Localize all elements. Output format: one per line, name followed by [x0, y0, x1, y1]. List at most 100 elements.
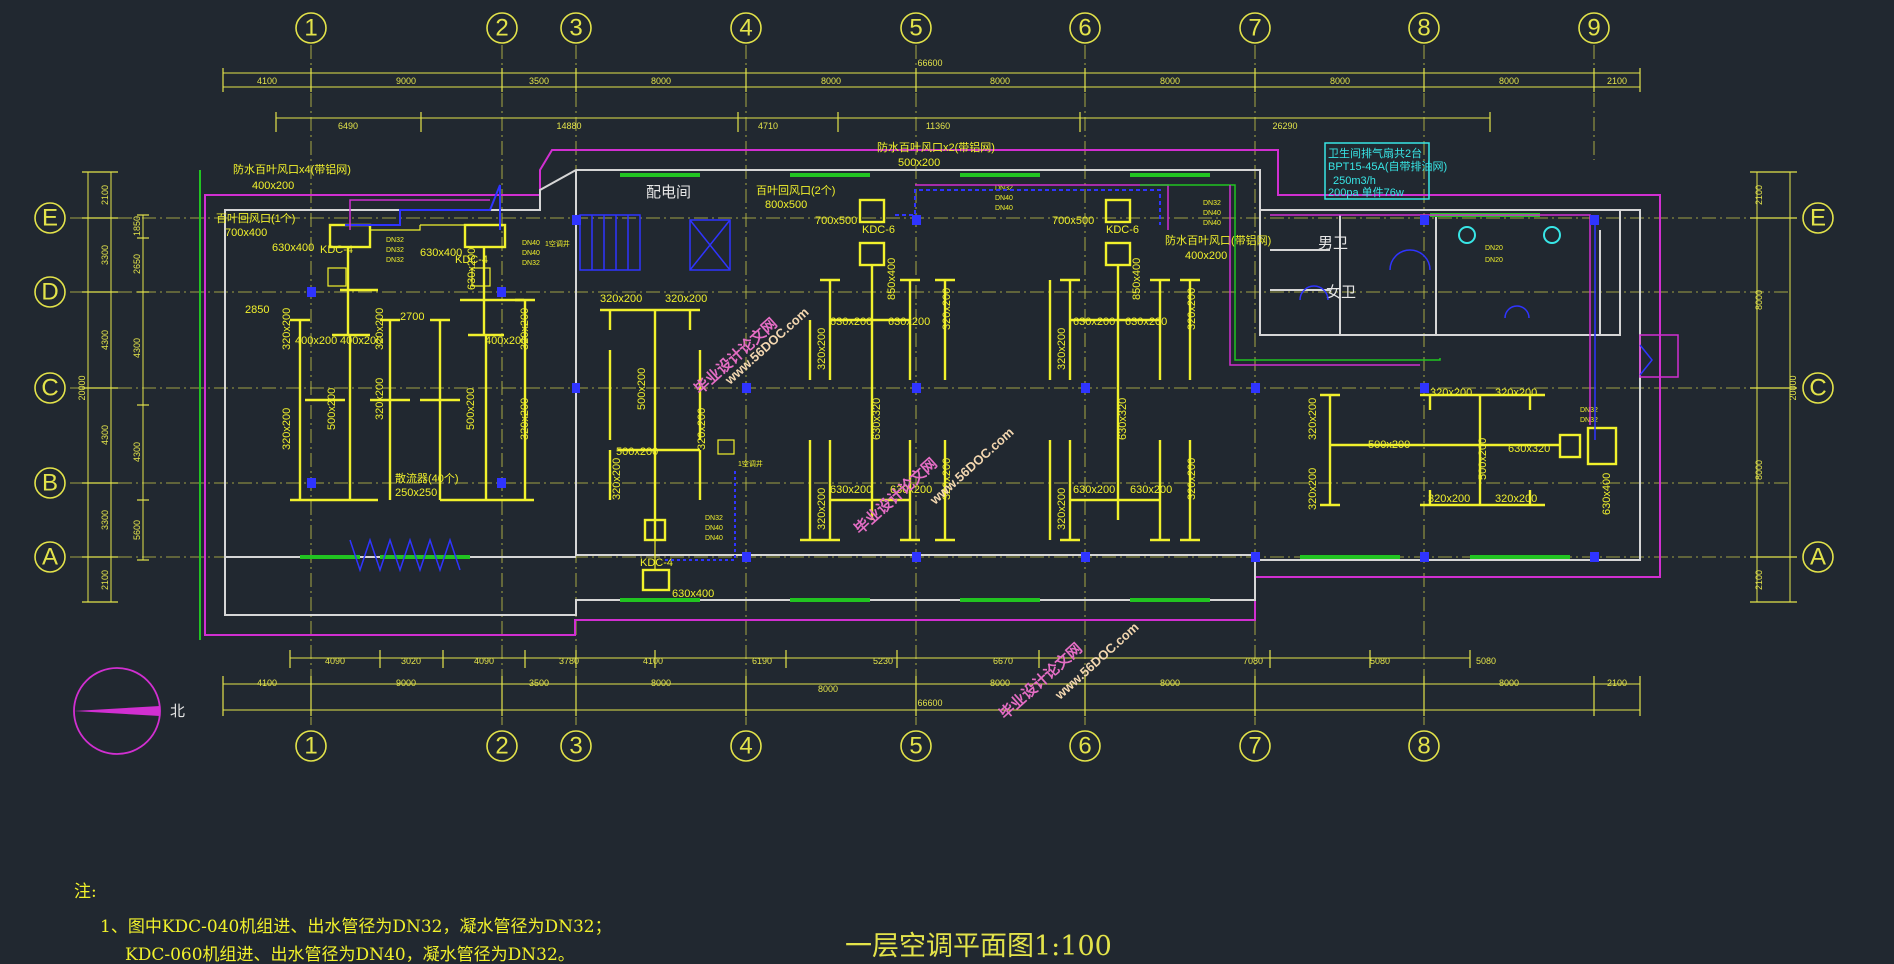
drawing-title: 一层空调平面图1:100 — [845, 931, 1112, 962]
duct-size: 320x200 — [1495, 493, 1537, 505]
axis-label: 9 — [1587, 15, 1600, 42]
room-label: 女卫 — [1326, 283, 1356, 301]
pipe-tag: DN40 — [705, 535, 723, 542]
duct-size: 630x200 — [1125, 316, 1167, 328]
duct-size: 320x200 — [1056, 488, 1068, 530]
duct-size: 320x200 — [665, 293, 707, 305]
room-label: 配电间 — [646, 184, 691, 201]
outlet-note: 防水百叶风口x2(带铝网) — [877, 140, 995, 154]
north-arrow: 北 — [73, 667, 185, 755]
dimension-chain-left: 2100 3300 4300 4300 3300 2100 20000 1850… — [77, 171, 149, 603]
outlet-size: 700x400 — [225, 227, 267, 239]
water-pipes — [345, 184, 1596, 561]
pipe-tag: DN32 — [1203, 200, 1221, 207]
duct-zone-right: 500x200 320x200 320x200 320x200 320x200 … — [1299, 142, 1653, 515]
duct-size: 630x400 — [420, 247, 462, 259]
fan-note: 250m3/h — [1333, 175, 1376, 187]
dim-top-bay: 8000 — [821, 76, 841, 86]
pipe-tag: DN32 — [1580, 417, 1598, 424]
axis-label: C — [41, 375, 58, 402]
dim-left: 3300 — [100, 245, 110, 265]
duct-size: 630x200 — [890, 484, 932, 496]
duct-size: 320x200 — [519, 308, 531, 350]
axis-label: A — [42, 544, 58, 571]
duct-size: 630x200 — [1073, 316, 1115, 328]
duct-size: 630x320 — [1508, 443, 1550, 455]
dim-top-bay: 3500 — [529, 76, 549, 86]
pipe-tag: DN40 — [522, 250, 540, 257]
pipe-tag: DN32 — [386, 237, 404, 244]
columns — [307, 215, 1599, 562]
duct-size: 630x400 — [272, 242, 314, 254]
dim-bottom-bay: 8000 — [1499, 678, 1519, 688]
axis-bubbles-top: 1 2 3 4 5 6 7 8 9 — [295, 12, 1610, 44]
axis-label: 3 — [569, 733, 582, 760]
pipe-tag: DN32 — [522, 260, 540, 267]
dim-overall-bottom: 66600 — [917, 698, 942, 708]
dimension-chain-right: 2100 8000 8000 2100 20000 — [1750, 171, 1798, 603]
pipe-tag: DN32 — [386, 257, 404, 264]
duct-size: 500x200 — [616, 446, 658, 458]
duct-zone-6: KDC-6 700x500 630x200 630x200 630x200 63… — [995, 185, 1271, 542]
pipe-tag: DN32 — [705, 515, 723, 522]
duct-size: 320x200 — [1307, 468, 1319, 510]
pipe-tag: DN40 — [522, 240, 540, 247]
duct-size: 320x200 — [374, 378, 386, 420]
dim-top-sub: 26290 — [1272, 121, 1297, 131]
duct-size: 320x200 — [611, 458, 623, 500]
dim-top-bay: 8000 — [651, 76, 671, 86]
duct-size: 630x200 — [888, 316, 930, 328]
shaft-label: 1空调井 — [545, 239, 570, 248]
dim-top-bay: 8000 — [990, 76, 1010, 86]
dim-right: 2100 — [1754, 570, 1764, 590]
duct-size: 320x200 — [1186, 288, 1198, 330]
dim-bottom-bay: 8000 — [1160, 678, 1180, 688]
outlet-note: 百叶回风口(2个) — [756, 184, 835, 197]
dim-top-sub: 4710 — [758, 121, 778, 131]
duct-size: 700x500 — [1052, 215, 1094, 227]
dim-left: 2100 — [100, 570, 110, 590]
duct-size: 630x200 — [1073, 484, 1115, 496]
dim-bottom-sub: 4090 — [474, 656, 494, 666]
duct-size: 320x200 — [374, 308, 386, 350]
pipe-tag: DN40 — [995, 195, 1013, 202]
dim-bottom-sub: 5230 — [873, 656, 893, 666]
dim-bottom-bay: 3500 — [529, 678, 549, 688]
unit-label: KDC-6 — [1106, 224, 1139, 236]
dim-left: 4300 — [100, 425, 110, 445]
pipe-tag: DN20 — [1485, 257, 1503, 264]
outlet-note: 防水百叶风口x4(带铝网) — [233, 162, 351, 176]
duct-size: 400x200 — [485, 335, 527, 347]
shaft-label: 1空调井 — [738, 459, 763, 468]
duct-size: 630x320 — [1117, 398, 1129, 440]
axis-label: 3 — [569, 15, 582, 42]
pipe-tag: DN40 — [705, 525, 723, 532]
axis-label: 5 — [909, 733, 922, 760]
dim-top-bay: 8000 — [1499, 76, 1519, 86]
axis-label: 1 — [304, 15, 317, 42]
axis-label: B — [42, 470, 58, 497]
axis-bubbles-right: E C A — [1802, 202, 1834, 573]
dim-right: 8000 — [1754, 460, 1764, 480]
north-label: 北 — [170, 703, 185, 720]
axis-label: C — [1809, 375, 1826, 402]
notes: 注: 1、图中KDC-040机组进、出水管径为DN32，凝水管径为DN32； K… — [74, 882, 612, 964]
duct-size: 500x200 — [1477, 438, 1489, 480]
pipe-tag: DN20 — [1485, 245, 1503, 252]
unit-label: KDC-4 — [640, 557, 673, 569]
watermark-site: www.56DOC.com — [926, 424, 1016, 508]
dim-bottom-bay: 4100 — [257, 678, 277, 688]
unit-label: KDC-6 — [862, 224, 895, 236]
dim-bottom-bay: 8000 — [651, 678, 671, 688]
duct-zone-5: KDC-6 700x500 630x200 630x200 630x200 63… — [756, 140, 995, 542]
duct-size: 500x200 — [636, 368, 648, 410]
duct-size: 320x200 — [1056, 328, 1068, 370]
axis-label: D — [41, 279, 58, 306]
pipe-tag: DN40 — [1203, 210, 1221, 217]
axis-label: 4 — [739, 15, 752, 42]
axis-label: 7 — [1248, 15, 1261, 42]
outlet-size: 400x200 — [252, 180, 294, 192]
dim-bottom-mid: 8000 — [818, 684, 838, 694]
axis-label: 2 — [495, 15, 508, 42]
dim-top-bay: 2100 — [1607, 76, 1627, 86]
